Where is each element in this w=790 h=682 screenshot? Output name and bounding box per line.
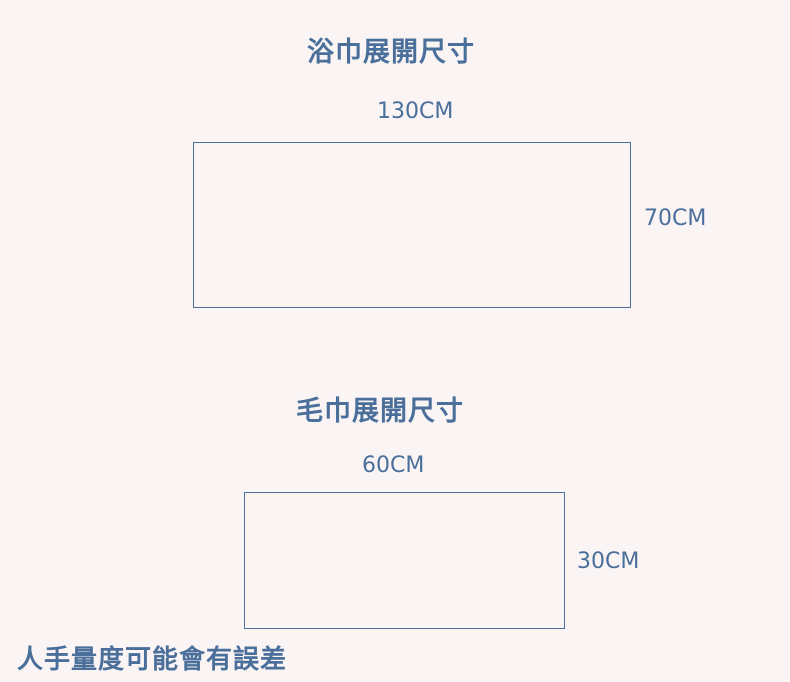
bath-towel-outline bbox=[193, 142, 631, 308]
face-towel-title: 毛巾展開尺寸 bbox=[296, 396, 464, 427]
bath-towel-width-label: 130CM bbox=[377, 99, 454, 124]
bath-towel-title: 浴巾展開尺寸 bbox=[307, 37, 475, 68]
face-towel-width-label: 60CM bbox=[362, 453, 425, 478]
bath-towel-height-label: 70CM bbox=[644, 206, 707, 231]
measurement-disclaimer: 人手量度可能會有誤差 bbox=[17, 645, 288, 675]
face-towel-outline bbox=[244, 492, 565, 629]
face-towel-height-label: 30CM bbox=[577, 549, 640, 574]
